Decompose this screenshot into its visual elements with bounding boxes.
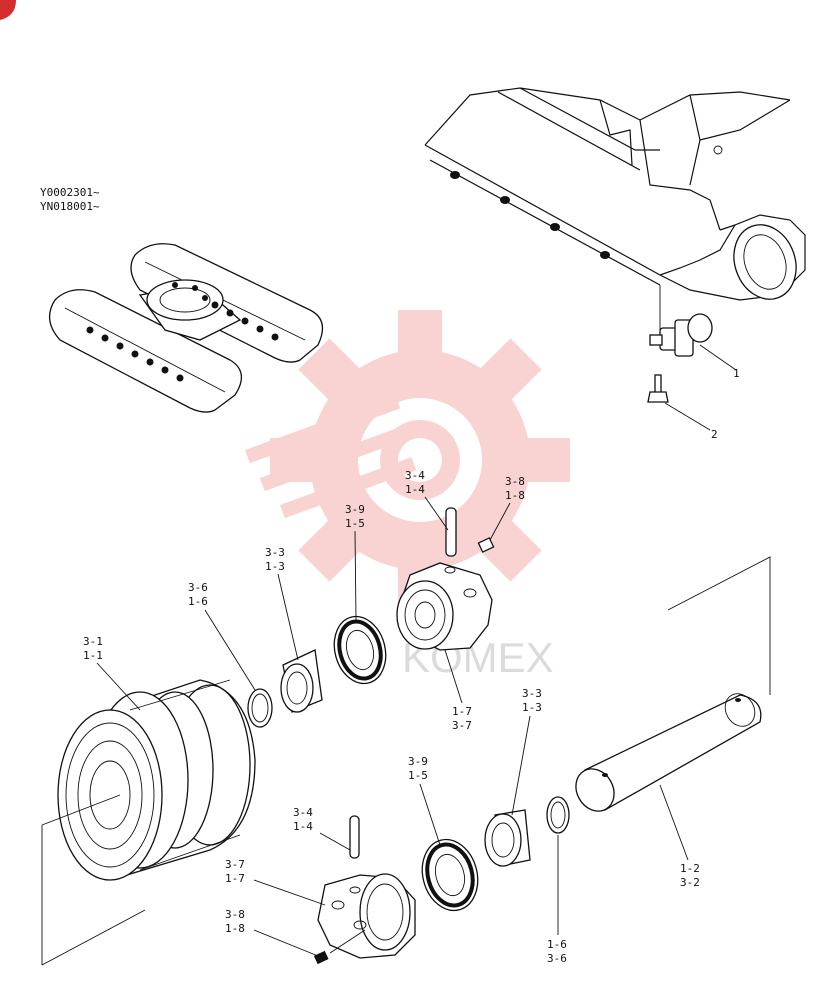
- callout-3-4-top-b: 1-4: [405, 483, 425, 496]
- part-1-6-oring-bottom: [546, 796, 570, 834]
- part-3-8-plug-top: [477, 537, 495, 553]
- callout-1-6-bot-b: 3-6: [547, 952, 567, 965]
- callout-3-7-bot-a: 3-7: [225, 858, 245, 871]
- part-3-3-bushing-bottom: [484, 809, 531, 867]
- watermark-logo: [244, 310, 570, 610]
- callout-3-1-b: 1-1: [83, 649, 103, 662]
- callout-3-7-bot-b: 1-7: [225, 872, 245, 885]
- undercarriage-overview: [48, 243, 324, 413]
- serial-number-2: YN018001~: [40, 200, 100, 213]
- callout-1: 1: [733, 367, 740, 380]
- part-3-9-seal-bottom: [421, 838, 479, 912]
- callout-3-3-top-b: 1-3: [265, 560, 285, 573]
- part-3-4-pin-bottom: [349, 815, 360, 859]
- part-3-4-pin-top: [445, 507, 457, 557]
- callout-1-2-b: 3-2: [680, 876, 700, 889]
- callout-3-6-top-b: 1-6: [188, 595, 208, 608]
- part-2-bolt: [647, 374, 669, 403]
- axis-line-left: [41, 794, 146, 966]
- part-1-2-shaft: [575, 693, 762, 812]
- callout-3-6-top-a: 3-6: [188, 581, 208, 594]
- callout-3-3-bot-a: 3-3: [522, 687, 542, 700]
- callout-3-3-bot-b: 1-3: [522, 701, 542, 714]
- callout-1-7-a: 1-7: [452, 705, 472, 718]
- callout-3-8-top-a: 3-8: [505, 475, 525, 488]
- callout-3-8-bot-a: 3-8: [225, 908, 245, 921]
- callout-3-4-top-a: 3-4: [405, 469, 425, 482]
- part-1-roller-assembly: [649, 313, 713, 357]
- serial-number-1: Y0002301~: [40, 186, 100, 199]
- callout-3-8-top-b: 1-8: [505, 489, 525, 502]
- part-3-8-plug-bottom: [313, 950, 329, 965]
- callout-2: 2: [711, 428, 718, 441]
- part-3-3-bushing-top: [280, 649, 323, 713]
- part-3-6-oring-top: [247, 688, 273, 728]
- axis-line-right: [667, 556, 771, 695]
- callout-3-9-bot-b: 1-5: [408, 769, 428, 782]
- callout-3-3-top-a: 3-3: [265, 546, 285, 559]
- callout-3-9-top-b: 1-5: [345, 517, 365, 530]
- callout-3-4-bot-b: 1-4: [293, 820, 313, 833]
- track-frame: [424, 87, 806, 330]
- callout-1-7-b: 3-7: [452, 719, 472, 732]
- part-3-7-collar-bottom: [317, 873, 416, 959]
- part-3-9-seal-top: [333, 615, 387, 685]
- part-3-1-track-roller: [57, 679, 256, 881]
- callout-1-6-bot-a: 1-6: [547, 938, 567, 951]
- callout-3-4-bot-a: 3-4: [293, 806, 313, 819]
- callout-3-1-a: 3-1: [83, 635, 103, 648]
- callout-3-9-bot-a: 3-9: [408, 755, 428, 768]
- callout-3-8-bot-b: 1-8: [225, 922, 245, 935]
- callout-1-2-a: 1-2: [680, 862, 700, 875]
- callout-3-9-top-a: 3-9: [345, 503, 365, 516]
- corner-mark: [0, 0, 16, 20]
- part-1-7-collar-top: [396, 562, 493, 651]
